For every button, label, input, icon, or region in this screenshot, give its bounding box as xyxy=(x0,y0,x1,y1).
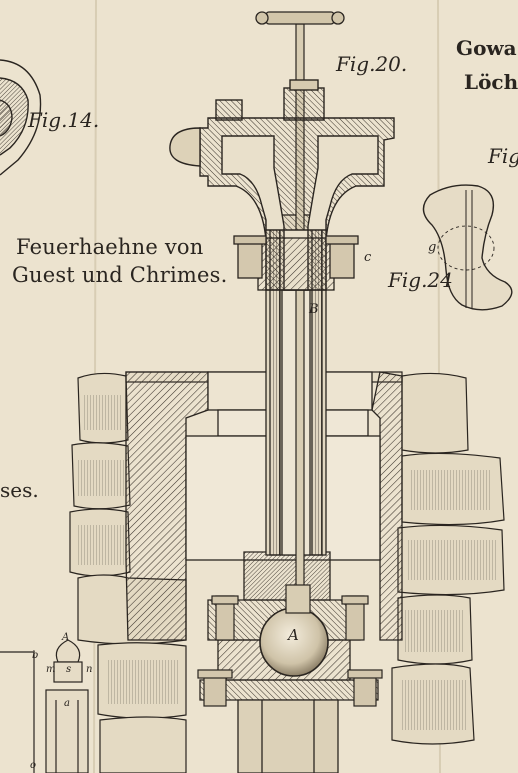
collar-flange xyxy=(233,235,359,291)
label-small-a: A xyxy=(62,632,70,643)
label-small-a2: a xyxy=(64,698,70,709)
fig20-label: Fig.20. xyxy=(336,52,408,76)
corner-text-line-2: Löch xyxy=(464,70,518,94)
masonry-right-hatching xyxy=(400,470,496,730)
label-n: n xyxy=(86,664,93,675)
label-o: o xyxy=(30,760,37,771)
small-valve-figure xyxy=(0,639,89,773)
label-m: m xyxy=(46,664,56,675)
label-rod-b: B xyxy=(309,302,319,317)
label-g: g xyxy=(428,240,437,255)
fig-partial-label: Fig xyxy=(488,144,518,168)
masonry-left-hatching xyxy=(76,395,178,704)
fragment-text: ses. xyxy=(0,478,39,502)
t-handle xyxy=(255,11,345,25)
fig24-drawing xyxy=(422,184,513,311)
base-bolts xyxy=(197,595,383,707)
fig14-label: Fig.14. xyxy=(28,108,100,132)
fig24-label: Fig.24 xyxy=(388,268,453,292)
corner-text-line-1: Gowa xyxy=(456,36,517,60)
title-line-1: Feuerhaehne von xyxy=(16,235,204,259)
label-flange-c: c xyxy=(364,250,372,265)
title-line-2: Guest und Chrimes. xyxy=(12,263,228,287)
label-ball-a: A xyxy=(288,626,299,644)
fig14-drawing xyxy=(0,59,42,176)
label-s: s xyxy=(66,664,72,675)
label-small-b: b xyxy=(32,650,39,661)
